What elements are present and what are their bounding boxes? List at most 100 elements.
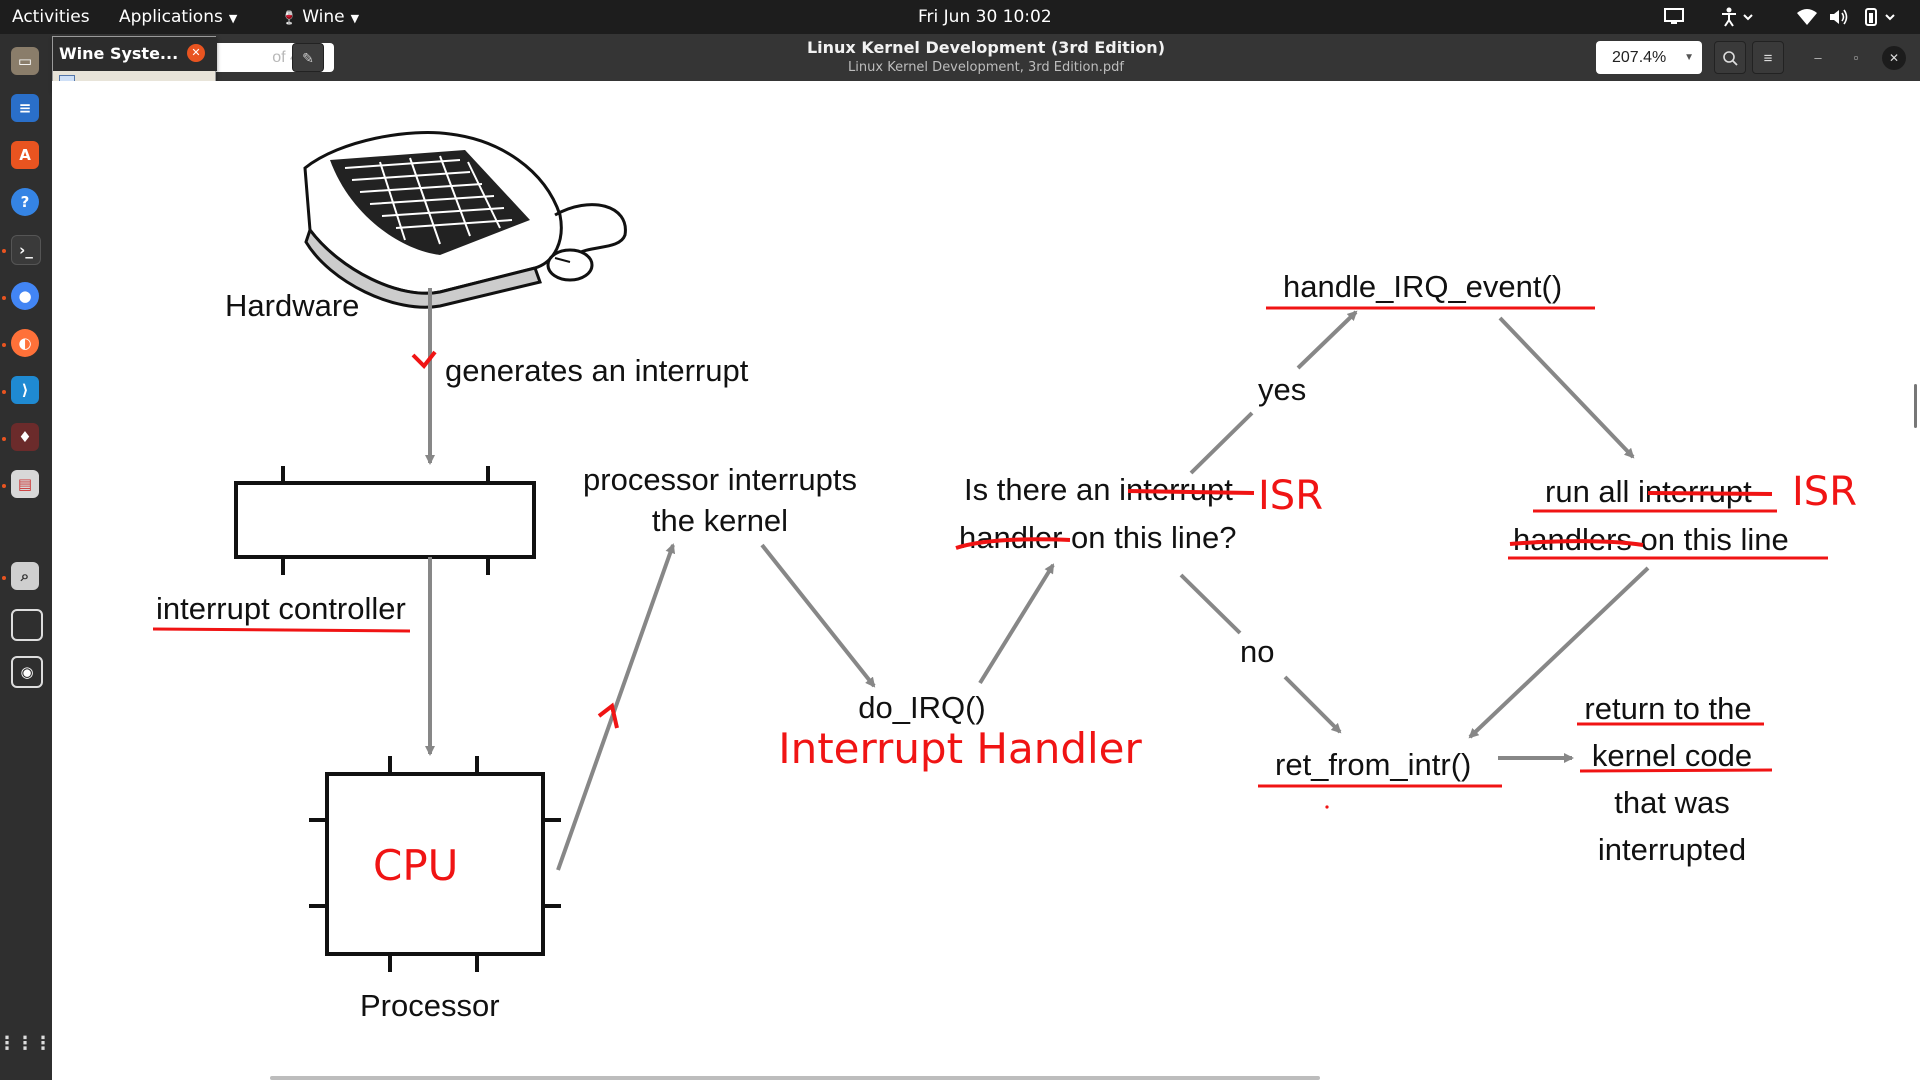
cpu-chip — [309, 756, 561, 972]
running-indicator — [2, 249, 6, 253]
document-header-bar: of 468) ✎ Linux Kernel Development (3rd … — [52, 34, 1920, 81]
vscode-icon[interactable]: ⟩ — [11, 376, 39, 404]
minimize-button[interactable]: – — [1806, 46, 1830, 70]
firefox-icon[interactable]: ◐ — [11, 329, 39, 357]
red-underline — [152, 627, 411, 633]
writer-icon[interactable]: ≡ — [11, 94, 39, 122]
menu-button[interactable]: ≡ — [1752, 41, 1784, 74]
running-indicator — [2, 484, 6, 488]
applications-menu[interactable]: Applications ▼ — [119, 0, 237, 34]
question-line-2: handler on this line? — [959, 520, 1236, 555]
red-strikethrough — [1509, 539, 1644, 547]
red-strikethrough — [1647, 491, 1773, 496]
show-apps-icon[interactable]: ⋮⋮⋮ — [0, 1032, 52, 1054]
volume-icon[interactable] — [1828, 0, 1850, 34]
applications-label: Applications — [119, 7, 223, 27]
wine-glass-icon: 🍷 — [281, 11, 298, 26]
software-center-icon[interactable]: A — [11, 141, 39, 169]
hardware-label: Hardware — [225, 288, 359, 323]
return-line-4: interrupted — [1598, 832, 1746, 867]
yes-label: yes — [1258, 372, 1306, 407]
processor-label: Processor — [360, 988, 500, 1023]
interrupt-handler-label: Interrupt Handler — [778, 724, 1142, 773]
yes-arrow-lower — [1189, 411, 1254, 475]
close-window-button[interactable]: ✕ — [1882, 46, 1906, 70]
pencil-icon: ✎ — [302, 50, 314, 66]
maximize-button[interactable]: ▫ — [1844, 46, 1868, 70]
wifi-icon[interactable] — [1795, 0, 1819, 34]
close-icon: ✕ — [1888, 51, 1900, 65]
screen-icon[interactable] — [1663, 0, 1685, 34]
no-label: no — [1240, 634, 1274, 669]
the-kernel-label: the kernel — [652, 503, 788, 538]
chrome-icon[interactable]: ● — [11, 282, 39, 310]
return-line-3: that was — [1614, 785, 1729, 820]
search-icon — [1723, 51, 1738, 66]
keyboard-icon — [303, 131, 627, 309]
maximize-icon: ▫ — [1853, 50, 1859, 65]
vertical-scrollbar[interactable] — [1914, 384, 1917, 428]
running-indicator — [2, 296, 6, 300]
zoom-label: 207.4% — [1612, 49, 1667, 66]
generates-interrupt-label: generates an interrupt — [445, 353, 749, 388]
arrow-kernel-to-do-irq — [760, 543, 876, 688]
search-button[interactable] — [1714, 41, 1746, 74]
clock-label: Fri Jun 30 10:02 — [918, 7, 1052, 27]
document-subtitle: Linux Kernel Development, 3rd Edition.pd… — [848, 60, 1124, 75]
search-tool-icon[interactable]: ⌕ — [11, 562, 39, 590]
display-icon[interactable] — [11, 609, 43, 641]
clock[interactable]: Fri Jun 30 10:02 — [918, 0, 1052, 34]
arrow-run-all-to-ret — [1468, 566, 1650, 739]
hamburger-menu-icon: ≡ — [1763, 50, 1773, 67]
yes-arrow-upper — [1296, 310, 1358, 370]
return-line-2: kernel code — [1592, 738, 1752, 773]
red-underline — [1579, 768, 1773, 773]
annotate-button[interactable]: ✎ — [292, 43, 324, 72]
red-tick-annotation — [411, 350, 437, 370]
wine-label: Wine — [302, 7, 345, 27]
accessibility-icon[interactable] — [1720, 0, 1756, 34]
close-icon[interactable]: ✕ — [187, 44, 205, 62]
document-viewer-icon[interactable]: ▤ — [11, 470, 39, 498]
red-strikethrough — [955, 537, 1071, 550]
wine-menu[interactable]: 🍷 Wine ▼ — [281, 0, 359, 34]
interrupt-controller-label: interrupt controller — [156, 591, 406, 626]
dock: ▭ ≡ A ? ›_ ● ◐ ⟩ ♦ ▤ ⌕ ◉ ⋮⋮⋮ — [0, 34, 52, 1080]
activities-button[interactable]: Activities — [12, 0, 90, 34]
red-dot-annotation — [1325, 805, 1329, 809]
activities-label: Activities — [12, 7, 90, 27]
red-tick-annotation — [597, 702, 619, 729]
arrow-do-irq-to-question — [978, 563, 1055, 685]
running-indicator — [2, 437, 6, 441]
document-title: Linux Kernel Development (3rd Edition) — [806, 38, 1166, 57]
pdf-page: Hardware generates an interrupt interrup… — [52, 81, 1920, 1080]
arrow-cpu-to-kernel — [556, 543, 676, 871]
chevron-down-icon: ▼ — [228, 12, 238, 25]
interrupt-flow-diagram: Hardware generates an interrupt interrup… — [152, 131, 1857, 1023]
isr-annotation-1: ISR — [1258, 473, 1323, 519]
chevron-down-icon: ▼ — [350, 12, 360, 25]
no-arrow-lower — [1283, 675, 1342, 734]
handle-irq-event-label: handle_IRQ_event() — [1283, 269, 1562, 304]
isr-annotation-2: ISR — [1792, 469, 1857, 515]
running-indicator — [2, 343, 6, 347]
red-strikethrough — [1127, 489, 1255, 495]
chevron-down-icon: ▼ — [1684, 52, 1694, 63]
cpu-label: CPU — [373, 841, 458, 890]
wine-icon[interactable]: ♦ — [11, 423, 39, 451]
help-icon[interactable]: ? — [11, 188, 39, 216]
horizontal-scrollbar[interactable] — [270, 1076, 1320, 1080]
return-line-1: return to the — [1584, 691, 1751, 726]
terminal-icon[interactable]: ›_ — [11, 235, 41, 265]
zoom-selector[interactable]: 207.4% ▼ — [1596, 41, 1702, 74]
ret-from-intr-label: ret_from_intr() — [1275, 747, 1471, 782]
screenshot-icon[interactable]: ◉ — [11, 656, 43, 688]
do-irq-label: do_IRQ() — [858, 690, 985, 725]
processor-interrupts-label: processor interrupts — [583, 462, 857, 497]
battery-icon[interactable] — [1860, 0, 1900, 34]
no-arrow-upper — [1179, 573, 1242, 635]
arrow-handle-to-run-all — [1498, 316, 1635, 459]
question-line-1: Is there an interrupt — [964, 472, 1233, 507]
files-icon[interactable]: ▭ — [11, 47, 39, 75]
running-indicator — [2, 576, 6, 580]
